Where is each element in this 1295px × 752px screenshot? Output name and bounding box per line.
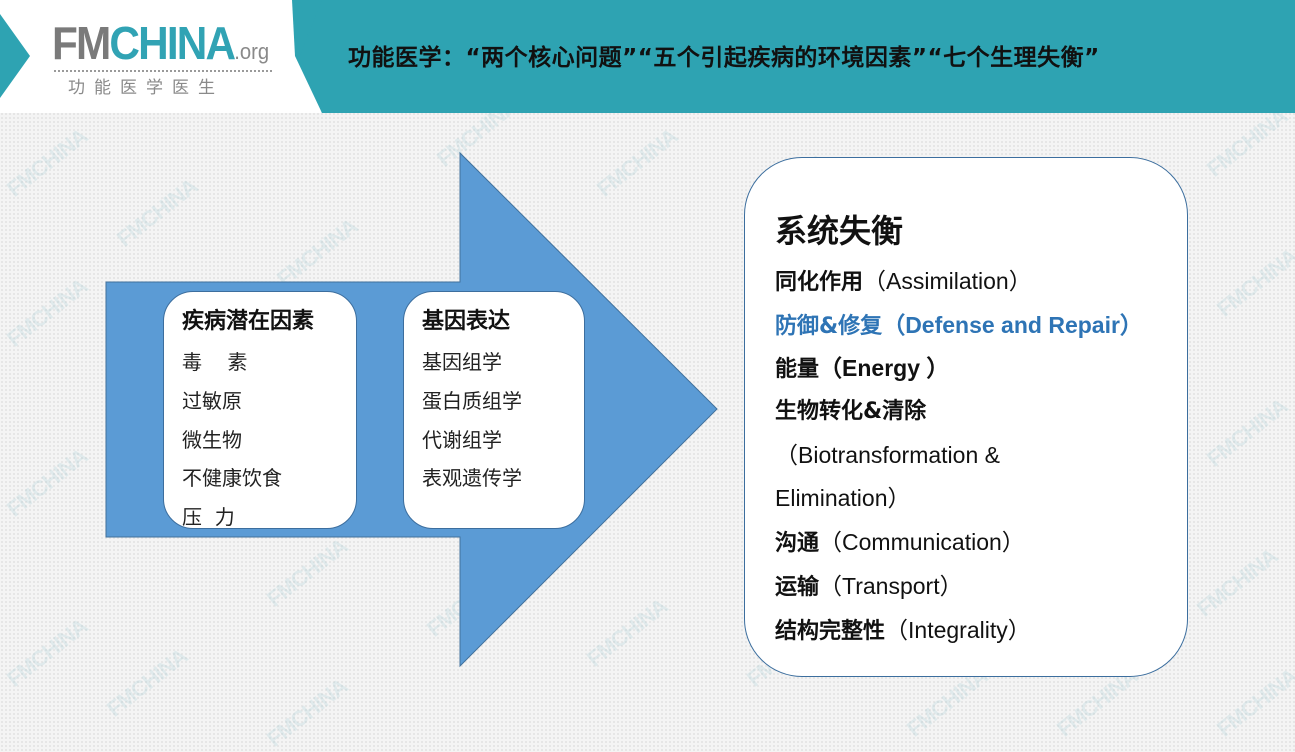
imbalance-assimilation: 同化作用（Assimilation）: [775, 262, 1032, 296]
logo-org-text: .org: [234, 39, 270, 64]
line-en: Elimination）: [775, 485, 911, 511]
imbalance-integrality: 结构完整性（Integrality）: [775, 611, 1031, 645]
imbalance-energy: 能量（Energy ）: [775, 349, 949, 383]
line-en: （Communication）: [819, 529, 1025, 555]
line-en: （Assimilation）: [863, 268, 1032, 294]
logo-divider: [54, 70, 272, 72]
line-cn: 能量: [775, 357, 820, 382]
imbalance-biotransformation-en-1: （Biotransformation &: [775, 436, 1000, 470]
page-title: 功能医学：“两个核心问题”“五个引起疾病的环境因素”“七个生理失衡”: [348, 45, 1100, 71]
list-item: 蛋白质组学: [422, 388, 522, 413]
logo-fm-text: FM: [52, 17, 111, 69]
line-cn: 沟通: [775, 531, 820, 556]
line-cn: 运输: [775, 575, 820, 600]
line-cn: 生物转化&清除: [775, 399, 927, 424]
list-item: 压 力: [182, 505, 235, 530]
line-en: （Integrality）: [885, 617, 1031, 643]
gene-expression-list: 基因组学 蛋白质组学 代谢组学 表观遗传学: [422, 343, 522, 498]
imbalance-biotransformation: 生物转化&清除: [775, 393, 926, 425]
list-item: 不健康饮食: [182, 466, 282, 491]
line-en: （Transport）: [819, 573, 963, 599]
disease-factors-list: 毒 素 过敏原 微生物 不健康饮食 压 力: [182, 343, 282, 537]
list-item: 微生物: [182, 427, 242, 452]
line-cn: 结构完整性: [775, 619, 886, 644]
logo-wordmark: FMCHINA.org: [52, 18, 269, 77]
disease-factors-title: 疾病潜在因素: [182, 309, 315, 334]
fmchina-logo[interactable]: FMCHINA.org 功能医学医生: [52, 18, 282, 98]
list-item: 表观遗传学: [422, 466, 522, 491]
list-item: 基因组学: [422, 350, 502, 374]
system-imbalance-panel: 系统失衡 同化作用（Assimilation） 防御&修复（Defense an…: [744, 157, 1188, 677]
list-item: 过敏原: [182, 388, 242, 413]
line-en: （Energy ）: [819, 355, 950, 381]
header-white-panel: [300, 0, 1295, 113]
imbalance-transport: 运输（Transport）: [775, 567, 963, 601]
logo-china-text: CHINA: [109, 17, 236, 69]
logo-subtitle: 功能医学医生: [68, 78, 224, 98]
line-cn: 同化作用: [775, 270, 864, 295]
line-en: （Defense and Repair）: [882, 312, 1143, 338]
imbalance-defense-repair: 防御&修复（Defense and Repair）: [775, 306, 1143, 340]
line-cn: 防御&修复: [775, 314, 883, 339]
list-item: 毒 素: [182, 350, 248, 374]
list-item: 代谢组学: [422, 427, 502, 452]
disease-factors-box: 疾病潜在因素 毒 素 过敏原 微生物 不健康饮食 压 力: [163, 291, 357, 529]
panel-title: 系统失衡: [775, 212, 904, 250]
line-en: （Biotransformation &: [775, 442, 1000, 468]
imbalance-biotransformation-en-2: Elimination）: [775, 479, 911, 513]
imbalance-communication: 沟通（Communication）: [775, 523, 1025, 557]
gene-expression-title: 基因表达: [422, 309, 511, 334]
gene-expression-box: 基因表达 基因组学 蛋白质组学 代谢组学 表观遗传学: [403, 291, 585, 529]
